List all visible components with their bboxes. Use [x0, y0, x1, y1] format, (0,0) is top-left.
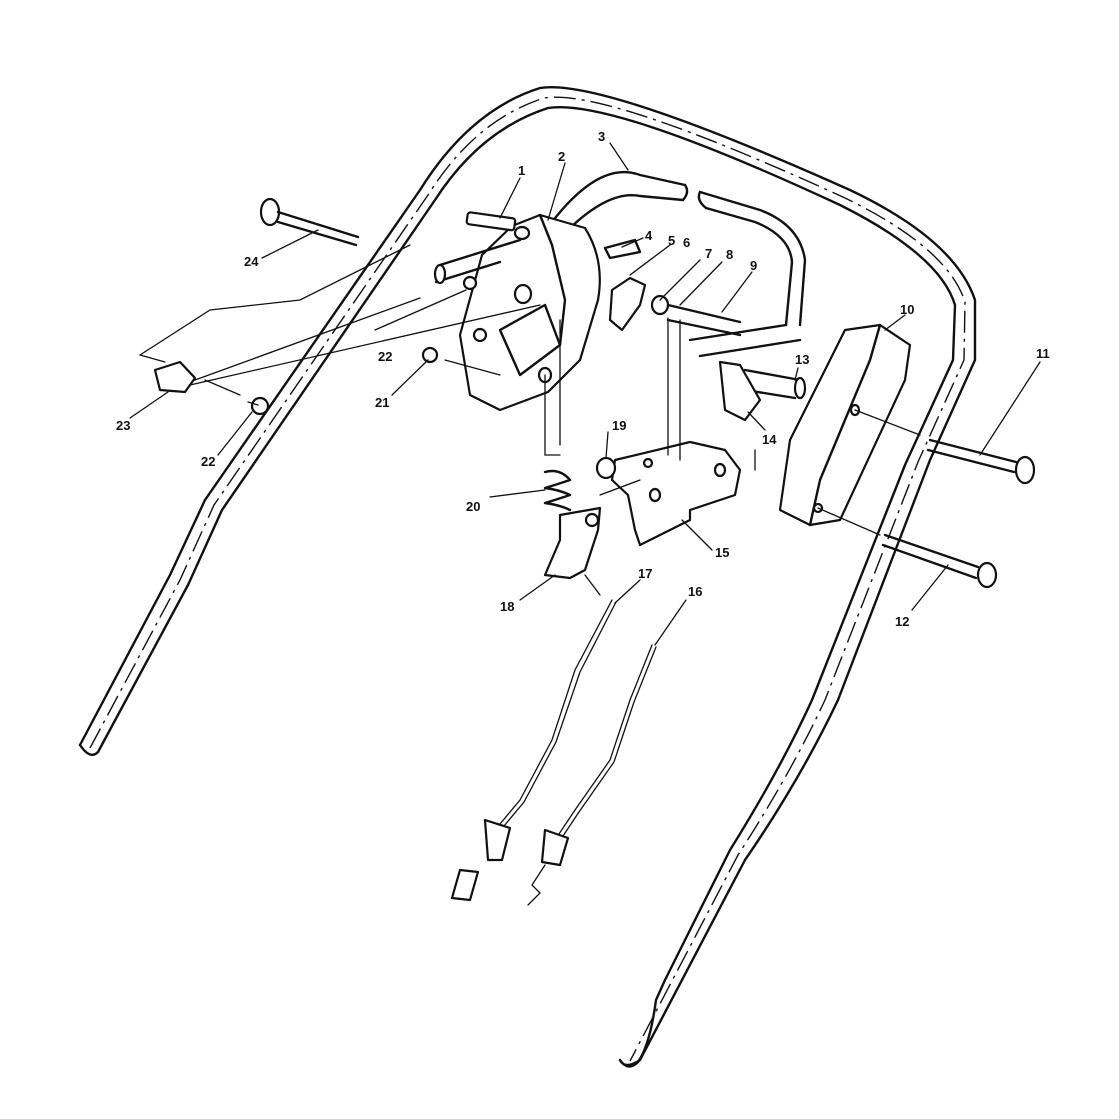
label-5: 5	[668, 233, 675, 248]
control-cables	[450, 599, 657, 906]
bracket	[610, 440, 742, 547]
label-13: 13	[795, 352, 809, 367]
label-11: 11	[1036, 346, 1050, 361]
label-3: 3	[598, 129, 605, 144]
part-labels: 1 2 3 4 5 6 7 8 9 10 11 12 13 14 15 16 1…	[116, 129, 1050, 629]
left-housing	[433, 213, 601, 412]
label-2: 2	[558, 149, 565, 164]
label-20: 20	[466, 499, 480, 514]
label-7: 7	[705, 246, 712, 261]
label-10: 10	[900, 302, 914, 317]
handle-tube	[78, 86, 977, 1068]
label-9: 9	[750, 258, 757, 273]
label-6: 6	[683, 235, 690, 250]
label-1: 1	[518, 163, 525, 178]
label-18: 18	[500, 599, 514, 614]
label-15: 15	[715, 545, 729, 560]
spring	[543, 469, 572, 512]
label-17: 17	[638, 566, 652, 581]
label-19: 19	[612, 418, 626, 433]
label-12: 12	[895, 614, 909, 629]
lever	[543, 506, 602, 580]
label-22-upper: 22	[378, 349, 392, 364]
label-14: 14	[762, 432, 777, 447]
label-22-lower: 22	[201, 454, 215, 469]
bail-bar	[550, 170, 807, 358]
label-24: 24	[244, 254, 259, 269]
label-21: 21	[375, 395, 389, 410]
label-16: 16	[688, 584, 702, 599]
callout-pointers	[129, 142, 1041, 646]
label-4: 4	[645, 228, 653, 243]
label-23: 23	[116, 418, 130, 433]
label-8: 8	[726, 247, 733, 262]
leader-lines	[139, 244, 921, 596]
small-parts	[153, 197, 1036, 589]
